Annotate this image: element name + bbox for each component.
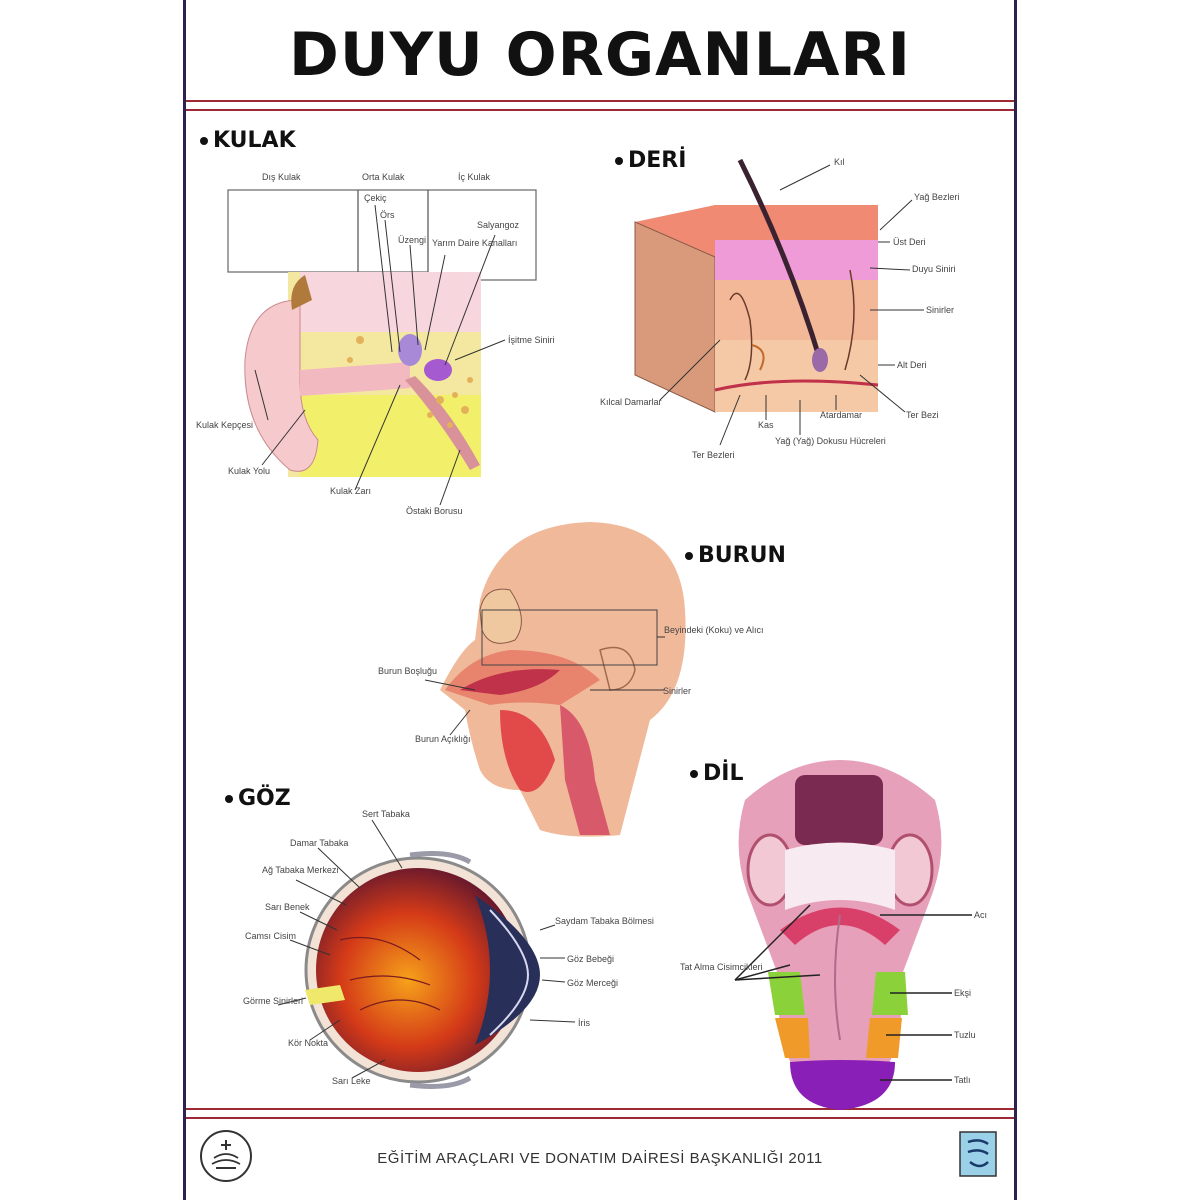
eye-label-sclera: Sert Tabaka <box>362 809 410 819</box>
eye-label-yellow: Sarı Leke <box>332 1076 371 1086</box>
skin-label-epidermis: Üst Deri <box>893 237 926 247</box>
tongue-label-bitter: Acı <box>974 910 987 920</box>
ear-label-pinna: Kulak Kepçesi <box>196 420 253 430</box>
heading-goz: GÖZ <box>225 786 291 811</box>
heading-deri: DERİ <box>615 148 686 173</box>
tongue-diagram <box>734 760 972 1110</box>
publisher-logo-icon <box>959 1131 997 1177</box>
eye-label-vitreous: Camsı Cisim <box>245 931 296 941</box>
ear-label-inner: İç Kulak <box>458 172 491 182</box>
skin-label-sweat-duct: Ter Bezleri <box>692 450 735 460</box>
eye-label-retina: Ağ Tabaka Merkezi <box>262 865 338 875</box>
eye-label-iris: İris <box>578 1018 590 1028</box>
skin-label-sweat-gland: Ter Bezi <box>906 410 939 420</box>
heading-burun: BURUN <box>685 543 786 568</box>
skin-label-muscle: Kas <box>758 420 774 430</box>
eye-label-pupil: Göz Bebeği <box>567 954 614 964</box>
ear-label-middle: Orta Kulak <box>362 172 405 182</box>
bottom-divider <box>186 1108 1014 1119</box>
nose-label-nostril: Burun Açıklığı <box>415 734 471 744</box>
top-divider <box>186 100 1014 111</box>
skin-label-arteries: Atardamar <box>820 410 862 420</box>
nose-label-cavity: Burun Boşluğu <box>378 666 437 676</box>
ear-label-eardrum: Kulak Zarı <box>330 486 371 496</box>
nose-diagram <box>424 522 686 837</box>
eye-label-aqueous: Saydam Tabaka Bölmesi <box>555 916 654 926</box>
ministry-logo-icon <box>200 1130 252 1182</box>
eye-diagram <box>277 819 576 1089</box>
skin-label-sensory-nerve: Duyu Siniri <box>912 264 956 274</box>
tongue-label-salty: Tuzlu <box>954 1030 976 1040</box>
ear-label-ors: Örs <box>380 210 395 220</box>
skin-label-nerves: Sinirler <box>926 305 954 315</box>
ear-label-canals: Yarım Daire Kanalları <box>432 238 517 248</box>
tongue-label-papillae-1: Tat Alma Cisimcikleri <box>680 962 763 972</box>
ear-label-uzengi: Üzengi <box>398 235 426 245</box>
eye-label-blindspot: Kör Nokta <box>288 1038 328 1048</box>
ear-label-cochlea: Salyangoz <box>477 220 520 230</box>
ear-label-cekic: Çekiç <box>364 193 387 203</box>
skin-label-dermis: Alt Deri <box>897 360 927 370</box>
eye-label-lens: Göz Merceği <box>567 978 618 988</box>
skin-label-oil-gland: Yağ Bezleri <box>914 192 959 202</box>
heading-kulak: KULAK <box>200 128 296 153</box>
eye-label-choroid: Damar Tabaka <box>290 838 348 848</box>
eye-label-blind-spot: Sarı Benek <box>265 902 310 912</box>
ear-label-nerve: İşitme Siniri <box>508 335 555 345</box>
skin-label-fat: Yağ (Yağ) Dokusu Hücreleri <box>775 436 886 446</box>
skin-diagram <box>634 158 924 446</box>
ear-label-outer: Dış Kulak <box>262 172 301 182</box>
ear-label-eustachian: Östaki Borusu <box>406 506 463 516</box>
skin-label-capillary: Kılcal Damarlar <box>600 397 662 407</box>
tongue-label-sweet: Tatlı <box>954 1075 971 1085</box>
page-title: DUYU ORGANLARI <box>289 20 911 90</box>
ear-label-canal: Kulak Yolu <box>228 466 270 476</box>
nose-label-nerves: Sinirler <box>663 686 691 696</box>
tongue-label-sour: Ekşi <box>954 988 971 998</box>
eye-label-optic-nerve: Görme Sinirleri <box>243 996 303 1006</box>
ear-diagram <box>227 189 537 506</box>
footer-publisher: EĞİTİM ARAÇLARI VE DONATIM DAİRESİ BAŞKA… <box>377 1150 823 1167</box>
heading-dil: DİL <box>690 761 743 786</box>
skin-label-hair: Kıl <box>834 157 845 167</box>
nose-label-brain: Beyindeki (Koku) ve Alıcı <box>664 625 764 635</box>
